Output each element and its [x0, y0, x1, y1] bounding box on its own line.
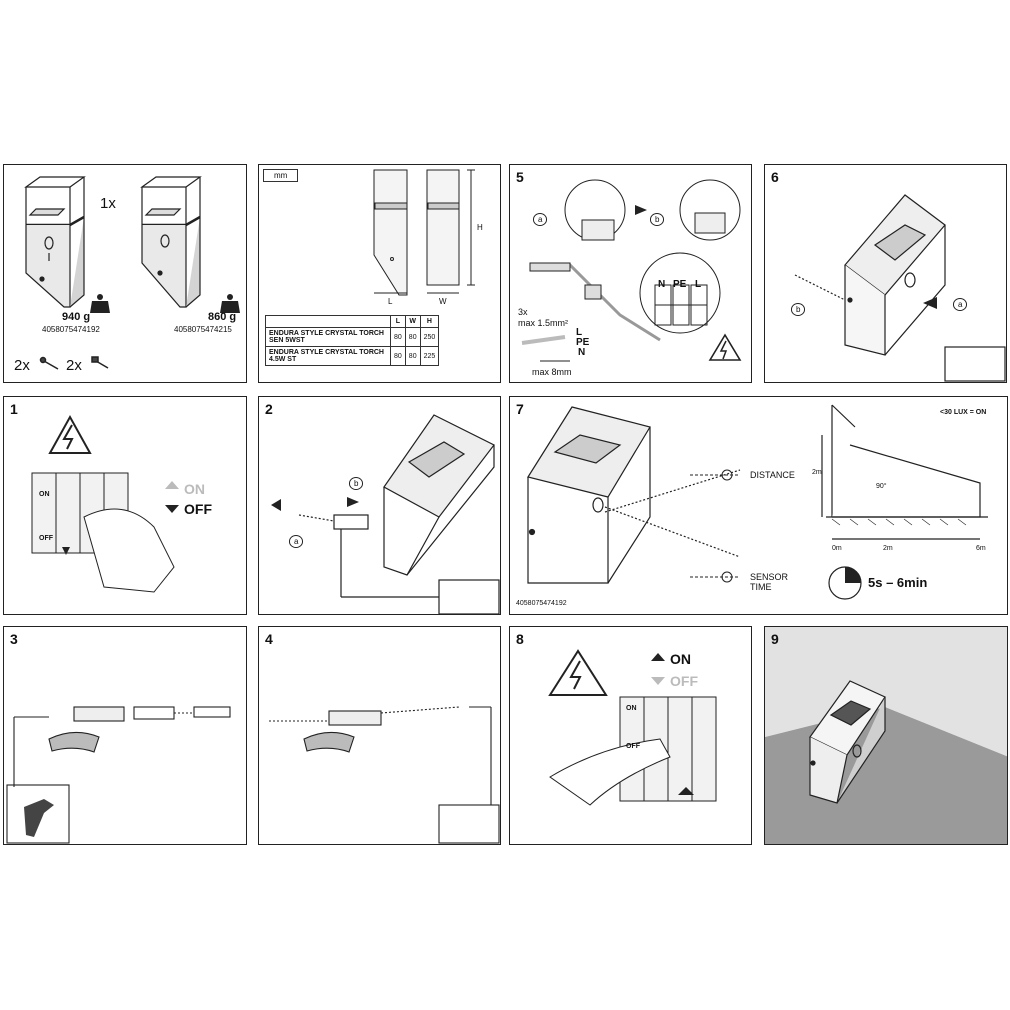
panel-step-6: 6 a b — [764, 164, 1007, 383]
arrow-down-icon — [651, 677, 665, 685]
mounting-drawing — [794, 194, 1006, 382]
strip-length: max 8mm — [532, 367, 572, 377]
drill-drawing — [6, 706, 231, 844]
wire-pe: PE — [576, 337, 590, 348]
panel-step-1: 1 ON OFF ON OFF — [3, 396, 247, 615]
panel-step-3: 3 — [3, 626, 247, 845]
breaker-off-drawing — [31, 414, 179, 593]
x-tick-2: 6m — [976, 545, 986, 552]
table-row: ENDURA STYLE CRYSTAL TORCH 4.5W ST 80 80… — [265, 346, 440, 366]
wire-section: max 1.5mm² — [518, 318, 569, 328]
terminal-l: L — [695, 279, 702, 290]
drill-icon — [24, 799, 54, 837]
panel-step-9: 9 — [764, 626, 1008, 845]
label-a: a — [289, 535, 304, 548]
wiring-drawing — [521, 179, 742, 362]
panel-step-5: 5 a b N PE L 3x max 1.5mm — [509, 164, 752, 383]
wire-count: 3x — [518, 307, 528, 317]
step-number: 7 — [516, 401, 524, 417]
code-a: 4058075474192 — [42, 325, 100, 334]
unit-label: mm — [263, 169, 299, 182]
table-header: W — [404, 315, 421, 328]
quantity-label: 1x — [100, 195, 116, 212]
step-number: 1 — [10, 401, 18, 417]
arrow-up-icon — [651, 653, 665, 661]
on-label: ON — [670, 651, 691, 667]
label-b: b — [791, 303, 806, 316]
switch-on-label: ON — [39, 491, 50, 498]
table-header: L — [390, 315, 406, 328]
plugs-count: 2x — [66, 357, 82, 374]
dimension-drawing — [373, 169, 475, 296]
angle-label: 90° — [876, 483, 887, 490]
wire-l: L — [576, 327, 583, 338]
x-tick-0: 0m — [832, 545, 842, 552]
step-number: 4 — [265, 631, 273, 647]
dimensions-table: L W H ENDURA STYLE CRYSTAL TORCH SEN 5WS… — [265, 315, 440, 366]
wire-n: N — [578, 347, 586, 358]
off-label: OFF — [184, 501, 212, 517]
step-number: 9 — [771, 631, 779, 647]
open-housing-drawing — [271, 414, 500, 614]
table-header-row: L W H — [265, 315, 440, 328]
arrow-down-icon — [165, 505, 179, 513]
panel-step-8: 8 ON OFF ON OFF — [509, 626, 752, 845]
panel-dimensions: mm L W H L W H ENDURA STYLE CRYSTAL TORC… — [258, 164, 501, 383]
sensor-time-label-2: TIME — [750, 582, 772, 592]
label-b: b — [650, 213, 665, 226]
step-number: 5 — [516, 169, 524, 185]
step-number: 8 — [516, 631, 524, 647]
step-number: 6 — [771, 169, 779, 185]
breaker-on-drawing — [548, 649, 717, 806]
product-code: 4058075474192 — [516, 600, 567, 607]
weight-a: 940 g — [62, 311, 91, 323]
time-range: 5s – 6min — [868, 575, 928, 590]
lightning-icon — [569, 660, 582, 690]
dial-icon — [721, 469, 733, 481]
off-label: OFF — [670, 673, 698, 689]
distance-label: DISTANCE — [750, 470, 795, 480]
switch-off-label: OFF — [39, 535, 53, 542]
weight-b: 860 g — [208, 311, 237, 323]
arrow-icon — [923, 297, 937, 309]
panel-step-2: 2 a b — [258, 396, 501, 615]
weight-icon — [90, 294, 240, 313]
label-b: b — [349, 477, 364, 490]
label-a: a — [533, 213, 548, 226]
dial-icon — [721, 571, 733, 583]
x-tick-1: 2m — [883, 545, 893, 552]
step-number: 2 — [265, 401, 273, 417]
screws-count: 2x — [14, 357, 30, 374]
dim-l-label: L — [388, 297, 393, 306]
on-label: ON — [184, 481, 205, 497]
screw-in-drawing — [269, 706, 500, 844]
sensor-drawing — [527, 404, 988, 600]
sensor-time-label-1: SENSOR — [750, 572, 789, 582]
terminal-n: N — [658, 279, 666, 290]
table-header: H — [419, 315, 440, 328]
arrow-up-icon — [165, 481, 179, 489]
lux-label: <30 LUX = ON — [940, 409, 987, 416]
panel-contents: 1x 940 g 4058075474192 860 g 40580754742… — [3, 164, 247, 383]
step-number: 3 — [10, 631, 18, 647]
terminal-pe: PE — [673, 279, 687, 290]
switch-off-label: OFF — [626, 743, 640, 750]
dim-h-label: H — [477, 223, 483, 232]
panel-step-7: 7 <30 LUX = ON — [509, 396, 1008, 615]
lamp-contents-drawing — [24, 176, 240, 370]
label-a: a — [953, 298, 968, 311]
height-label: 2m — [812, 469, 822, 476]
table-row: ENDURA STYLE CRYSTAL TORCH SEN 5WST 80 8… — [265, 327, 440, 347]
panel-step-4: 4 — [258, 626, 501, 845]
installed-lamp-drawing — [765, 627, 1007, 844]
switch-on-label: ON — [626, 705, 637, 712]
lightning-icon — [62, 424, 74, 450]
code-b: 4058075474215 — [174, 325, 232, 334]
dim-w-label: W — [439, 297, 447, 306]
